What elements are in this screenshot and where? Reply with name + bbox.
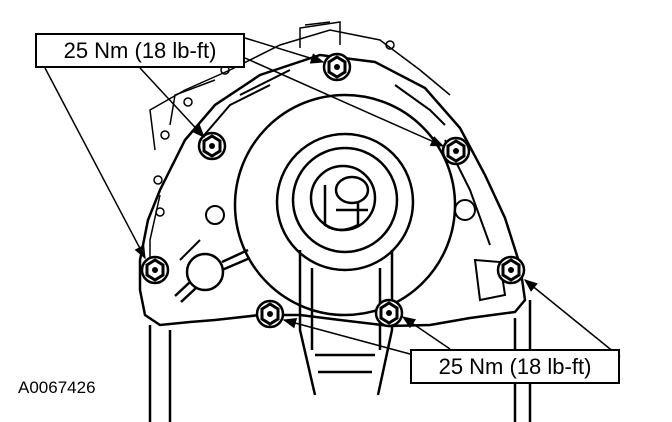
oil-pump-pickup [174, 248, 251, 303]
bolt-lower-center-left [255, 299, 285, 329]
bolt-upper-right [441, 136, 471, 166]
figure-id-label: A0067426 [18, 378, 96, 397]
front-cover-outline [138, 53, 527, 328]
bolt-lower-left [140, 255, 170, 285]
bolt-top-center [322, 52, 352, 82]
bolt-lower-right [496, 255, 526, 285]
torque-callout-bottom: 25 Nm (18 lb-ft) [410, 349, 620, 384]
bolt-lower-center-right [374, 298, 404, 328]
connecting-rod-lower [148, 250, 532, 422]
torque-callout-top: 25 Nm (18 lb-ft) [35, 33, 245, 68]
crankshaft-seal-housing [233, 93, 457, 317]
leader-lines-bottom-callout [282, 279, 621, 358]
leader-lines-top-callout [44, 37, 445, 260]
engine-background-structure [149, 21, 451, 280]
